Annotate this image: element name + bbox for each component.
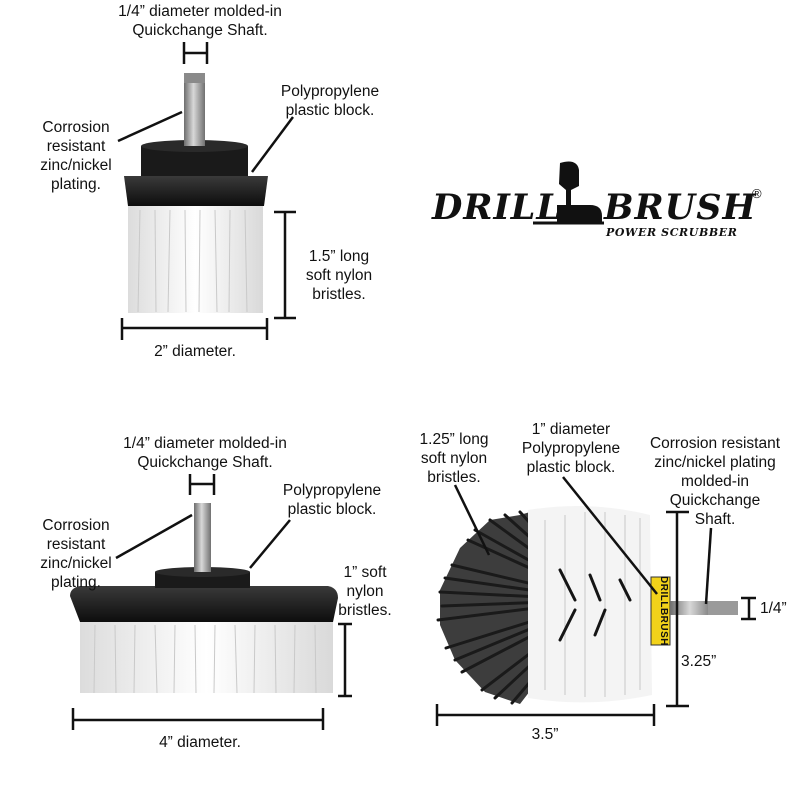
- brush-4in-dimension-lines: [71, 474, 352, 730]
- brush-round-height-label: 3.25”: [681, 653, 717, 670]
- brush-4in-image: [70, 503, 338, 694]
- brand-logo-graphic: [533, 161, 604, 225]
- brush-4in-diameter-label: 4” diameter.: [159, 734, 241, 751]
- brush-round-width-label: 3.5”: [531, 726, 559, 743]
- brand-word-1: DRILL: [432, 187, 563, 228]
- brush-2in-diameter-label: 2” diameter.: [154, 343, 236, 360]
- brand-tagline: POWER SCRUBBER: [606, 226, 738, 239]
- brush-round-dimension-lines: [435, 476, 756, 726]
- brush-round-shaft-dimension: 1/4”: [760, 600, 787, 617]
- brush-round-image: DRILLBRUSH: [436, 506, 738, 705]
- brush-2in-dimension-lines: [117, 42, 296, 340]
- brush-2in-image: [124, 73, 268, 313]
- brand-word-2: BRUSH: [604, 187, 757, 228]
- collar-brand-text: DRILLBRUSH: [658, 576, 669, 646]
- registered-mark: ®: [752, 186, 762, 201]
